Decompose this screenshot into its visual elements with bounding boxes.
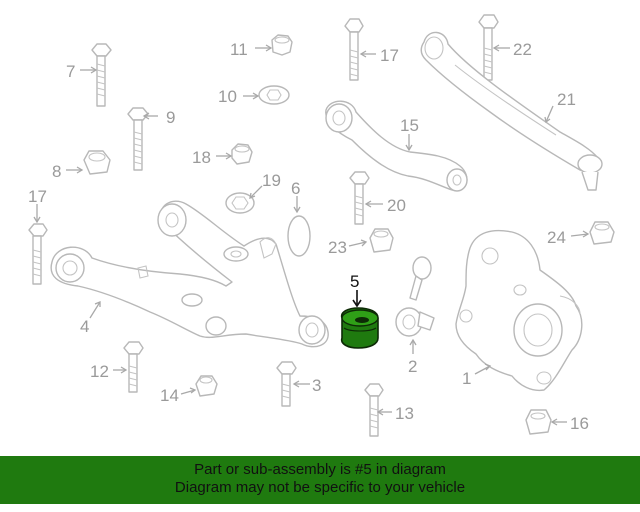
part-14-nut	[195, 375, 218, 397]
banner-line-part-number: Part or sub-assembly is #5 in diagram	[194, 461, 446, 478]
callout-10: 10	[218, 87, 237, 106]
callout-20: 20	[387, 196, 406, 215]
part-12-bolt	[123, 341, 144, 393]
callout-17-top: 17	[380, 46, 399, 65]
part-10-nut	[258, 85, 290, 105]
part-17-bolt-top	[344, 18, 364, 81]
part-21-nut	[369, 228, 394, 253]
part-19-nut	[231, 143, 253, 165]
callout-12: 12	[90, 362, 109, 381]
callout-9: 9	[166, 108, 175, 127]
callout-7: 7	[66, 62, 75, 81]
leader-lines	[33, 44, 590, 426]
callout-18: 19	[262, 171, 281, 190]
part-1-knuckle	[455, 229, 583, 392]
callout-24: 24	[547, 228, 566, 247]
callout-14: 14	[160, 386, 179, 405]
part-6-o-ring	[287, 215, 311, 257]
callout-15: 16	[570, 414, 589, 433]
banner-line-disclaimer: Diagram may not be specific to your vehi…	[174, 479, 466, 496]
callout-5-highlighted: 5	[350, 272, 359, 291]
callout-3: 3	[312, 376, 321, 395]
part-22-control-arm	[420, 31, 603, 191]
part-3-bolt	[276, 361, 297, 407]
callout-23: 22	[513, 40, 532, 59]
part-17-bolt-left	[28, 223, 48, 285]
callout-2: 2	[408, 357, 417, 376]
part-13-bolt	[364, 383, 384, 437]
part-7-bolt	[91, 43, 112, 107]
info-banner: Part or sub-assembly is #5 in diagram Di…	[0, 456, 640, 504]
part-16-control-arm	[325, 100, 468, 192]
part-8-nut	[83, 150, 111, 175]
part-24-nut	[589, 221, 615, 245]
callout-1: 1	[462, 369, 471, 388]
callout-11: 11	[230, 40, 248, 59]
callout-19: 18	[192, 148, 211, 167]
part-5-bushing-highlighted	[340, 307, 379, 349]
part-4-lower-control-arm	[50, 200, 329, 348]
callout-4: 4	[80, 317, 89, 336]
part-2-stabilizer-link	[395, 256, 435, 337]
part-20-bolt	[349, 171, 370, 225]
callout-22: 21	[557, 90, 576, 109]
callout-13: 13	[395, 404, 414, 423]
callout-6: 6	[291, 179, 300, 198]
callout-16: 15	[400, 116, 419, 135]
part-15-nut	[525, 409, 552, 435]
part-11-nut	[271, 34, 293, 56]
callout-8: 8	[52, 162, 61, 181]
part-18-washer	[225, 192, 255, 214]
callout-labels: 11 7 10 9 8 18 17 17 22 21 15 19 6 20 23…	[28, 40, 589, 433]
part-9-bolt	[127, 107, 149, 171]
callout-17-left: 17	[28, 187, 47, 206]
callout-21: 23	[328, 238, 347, 257]
